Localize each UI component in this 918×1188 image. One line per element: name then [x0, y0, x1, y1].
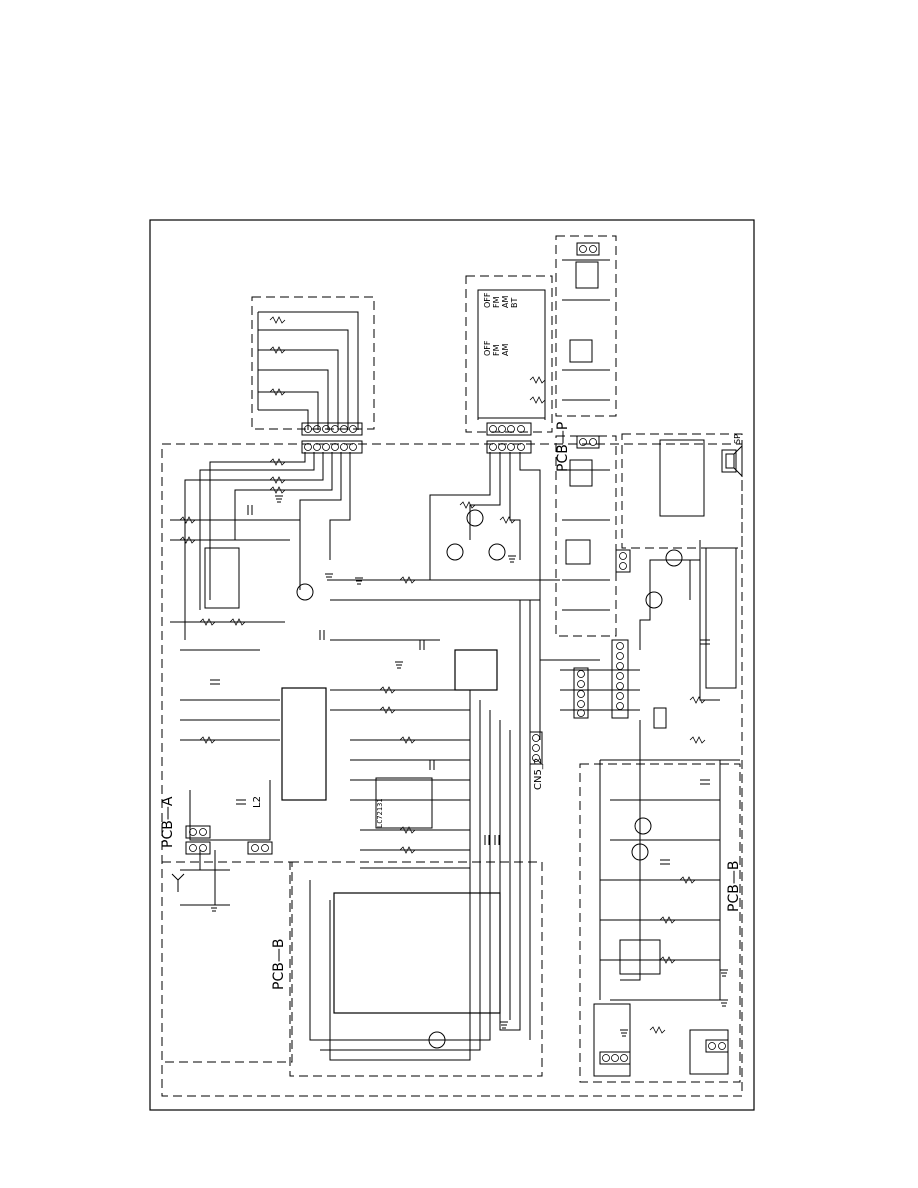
wiring: [170, 259, 740, 1061]
label-ic-side: LC72131: [376, 798, 384, 828]
jack-block-bottom: [593, 1003, 631, 1077]
switch-block: [204, 547, 240, 609]
relay-block: [653, 707, 667, 729]
ic-bottom-large: [333, 892, 501, 1014]
transformer-pcbp-2: [565, 539, 591, 565]
ic-main: [281, 687, 327, 801]
switch-left-am: AM: [501, 344, 510, 356]
switch-left-fm: FM: [492, 344, 501, 356]
switch-right-bt: BT: [510, 298, 519, 308]
label-l2: L2: [252, 796, 263, 808]
switch-labels-left: OFF FM AM: [483, 340, 510, 356]
label-cn5: CN5_2: [533, 758, 544, 790]
switch-right-off: OFF: [483, 292, 492, 308]
ic-mid: [454, 649, 498, 691]
label-pcb-b-left: PCB—B: [271, 939, 287, 990]
transformer-top: [575, 261, 599, 289]
speaker-block: [659, 439, 705, 517]
ic-pll: [375, 777, 433, 829]
board-outlines: [161, 235, 743, 1097]
connector-headers: [185, 242, 737, 1065]
resistors: [179, 316, 706, 1034]
label-pcb-a: PCB—A: [160, 796, 176, 848]
connector-pins: [189, 245, 726, 1062]
switch-left-off: OFF: [483, 340, 492, 356]
op-amp-block: [619, 939, 661, 975]
ground-symbols: [210, 495, 728, 1037]
switch-labels-right: OFF FM AM BT: [483, 292, 519, 308]
module-strip: [705, 547, 737, 689]
antenna-icon: [171, 873, 185, 892]
outer-frame: [149, 219, 755, 1111]
label-pcb-p: PCB—P: [555, 422, 571, 472]
label-pcb-b-right: PCB—B: [726, 861, 742, 912]
capacitors: [210, 505, 710, 865]
transformer-mid: [569, 339, 593, 363]
speaker-icon: [725, 444, 743, 478]
switch-right-fm: FM: [492, 296, 501, 308]
box-top-right: [477, 289, 546, 419]
switch-right-am: AM: [501, 296, 510, 308]
transistors: [296, 509, 683, 1049]
transformer-pcbp: [569, 459, 593, 487]
label-speaker: SP: [733, 434, 742, 444]
